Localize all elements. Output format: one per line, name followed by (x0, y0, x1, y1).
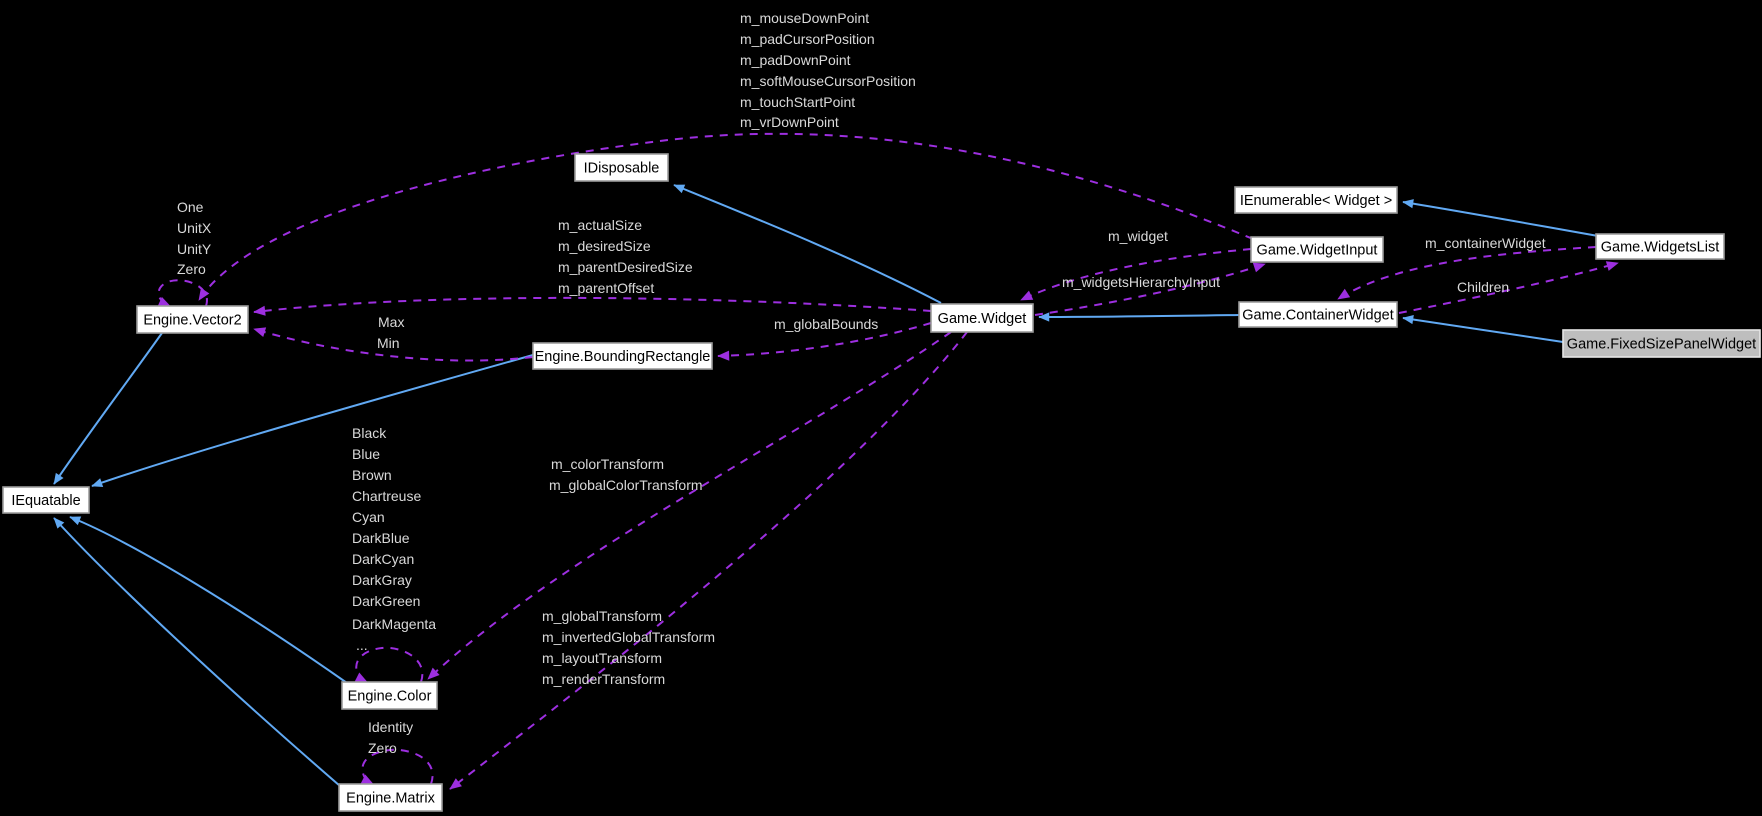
edge-widget-to-boundingrectangle (717, 322, 932, 361)
node-label: Engine.BoundingRectangle (535, 349, 711, 365)
edge-boundingrectangle-to-vector2 (253, 327, 534, 362)
node-game-containerwidget[interactable]: Game.ContainerWidget (1238, 301, 1398, 328)
node-label: Engine.Matrix (346, 791, 435, 807)
edge-label: Black (352, 425, 387, 441)
edge-label: m_softMouseCursorPosition (740, 73, 916, 89)
edge-containerwidget-to-widgetslist (1398, 261, 1619, 314)
edge-label: Zero (368, 740, 397, 756)
edge-label: Zero (177, 261, 206, 277)
edge-label: Children (1457, 279, 1509, 295)
edge-label: Brown (352, 467, 392, 483)
edge-vector2-self-loop (157, 279, 208, 307)
edge-widget-to-vector2 (253, 296, 932, 316)
node-label: Engine.Vector2 (143, 313, 241, 329)
node-idisposable[interactable]: IDisposable (574, 153, 669, 182)
edge-widget-to-widgetinput (1034, 262, 1266, 316)
edge-label: m_globalTransform (542, 608, 662, 624)
node-ienumerable-widget[interactable]: IEnumerable< Widget > (1234, 186, 1398, 214)
edge-widget-to-matrix (449, 331, 968, 790)
edge-containerwidget-to-widget (1038, 312, 1240, 322)
edge-label: m_invertedGlobalTransform (542, 629, 715, 645)
node-game-widgetinput[interactable]: Game.WidgetInput (1250, 236, 1384, 263)
edge-label: m_touchStartPoint (740, 94, 855, 110)
edge-label: m_mouseDownPoint (740, 10, 869, 26)
edge-color-self-loop (354, 646, 424, 683)
edge-label: m_padCursorPosition (740, 31, 875, 47)
edge-label: m_parentDesiredSize (558, 259, 693, 275)
edge-label: m_renderTransform (542, 671, 665, 687)
node-label: Game.WidgetsList (1601, 240, 1719, 256)
edge-label: Chartreuse (352, 488, 421, 504)
edge-label: m_layoutTransform (542, 650, 662, 666)
edge-label: m_widget (1108, 228, 1168, 244)
edge-label: DarkBlue (352, 530, 410, 546)
edge-matrix-to-iequatable (53, 517, 341, 787)
node-label: Game.WidgetInput (1257, 243, 1378, 259)
edge-label: Cyan (352, 509, 385, 525)
edge-label: One (177, 199, 204, 215)
edge-label: UnitX (177, 220, 212, 236)
edge-label: Blue (352, 446, 380, 462)
node-engine-matrix[interactable]: Engine.Matrix (338, 783, 443, 812)
edge-label: m_globalColorTransform (549, 477, 703, 493)
node-label: Engine.Color (348, 689, 432, 705)
edge-label: m_colorTransform (551, 456, 664, 472)
edge-widgetinput-to-vector2 (198, 132, 1254, 301)
edge-label: m_widgetsHierarchyInput (1062, 274, 1220, 290)
edge-label: Identity (368, 719, 413, 735)
edge-label: m_padDownPoint (740, 52, 851, 68)
node-engine-color[interactable]: Engine.Color (341, 681, 438, 710)
node-game-widget[interactable]: Game.Widget (930, 303, 1034, 333)
node-label: IEnumerable< Widget > (1240, 193, 1392, 209)
edge-label: m_containerWidget (1425, 235, 1546, 251)
edge-label: m_globalBounds (774, 316, 878, 332)
node-label: Game.FixedSizePanelWidget (1567, 337, 1756, 353)
edge-widget-to-color (427, 331, 952, 680)
node-label: IEquatable (11, 493, 80, 509)
edge-label: m_actualSize (558, 217, 642, 233)
node-label: IDisposable (584, 161, 660, 177)
edge-label: DarkMagenta (352, 616, 436, 632)
node-label: Game.Widget (938, 311, 1027, 327)
node-game-fixedsizepanelwidget[interactable]: Game.FixedSizePanelWidget (1562, 329, 1761, 358)
edge-widget-to-idisposable (673, 184, 942, 304)
node-iequatable[interactable]: IEquatable (2, 486, 90, 514)
edge-label: ... (356, 637, 368, 653)
edge-label: DarkGray (352, 572, 412, 588)
edge-label: Min (377, 335, 400, 351)
node-game-widgetslist[interactable]: Game.WidgetsList (1595, 233, 1725, 260)
edge-label: DarkCyan (352, 551, 414, 567)
edge-widgetinput-to-widget (1020, 248, 1252, 301)
edge-color-to-iequatable (69, 516, 348, 684)
edge-widgetslist-to-ienumerable (1402, 199, 1599, 237)
edge-label: DarkGreen (352, 593, 420, 609)
node-engine-vector2[interactable]: Engine.Vector2 (136, 305, 249, 334)
edge-boundingrectangle-to-iequatable (91, 354, 534, 488)
edge-vector2-to-iequatable (53, 332, 163, 485)
edge-label: UnitY (177, 241, 212, 257)
edge-fixedsizepanel-to-containerwidget (1402, 314, 1564, 343)
edge-label: m_desiredSize (558, 238, 651, 254)
edge-label: m_parentOffset (558, 280, 654, 296)
node-engine-boundingrectangle[interactable]: Engine.BoundingRectangle (532, 342, 713, 370)
edge-label: Max (378, 314, 404, 330)
edge-label: m_vrDownPoint (740, 114, 839, 130)
node-label: Game.ContainerWidget (1242, 308, 1394, 324)
